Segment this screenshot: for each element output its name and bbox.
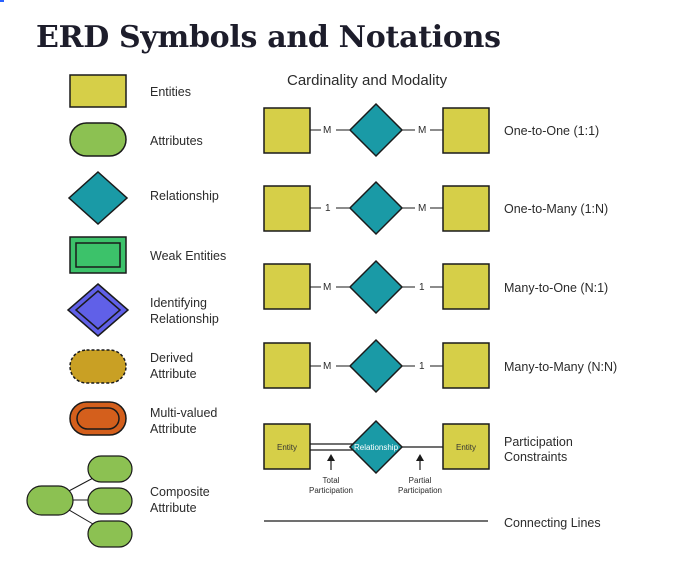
weak-entity-icon xyxy=(69,236,127,274)
legend-label-multivalued-1: Multi-valued xyxy=(150,406,218,420)
cardinality-row-3 xyxy=(263,259,490,315)
cardinality-row-2 xyxy=(263,180,490,236)
total-participation-1: Total xyxy=(322,476,340,485)
identifying-relationship-icon xyxy=(66,283,130,337)
attribute-oval-icon xyxy=(69,122,127,157)
participation-entity-left: Entity xyxy=(276,443,297,452)
legend-label-attributes: Attributes xyxy=(150,134,203,148)
participation-relationship: Relationship xyxy=(353,443,399,452)
partial-participation-2: Participation xyxy=(397,486,443,495)
legend-label-identifying-1: Identifying xyxy=(150,296,207,310)
row1-left-cardinality: M xyxy=(323,125,332,136)
corner-mark xyxy=(0,0,4,2)
row4-left-cardinality: M xyxy=(323,361,332,372)
row1-right-cardinality: M xyxy=(418,125,427,136)
legend-label-composite-2: Attribute xyxy=(150,501,197,515)
legend-label-relationship: Relationship xyxy=(150,189,219,203)
connecting-lines-label: Connecting Lines xyxy=(504,516,601,530)
legend-label-weak-entities: Weak Entities xyxy=(150,249,227,263)
row2-right-cardinality: M xyxy=(418,203,427,214)
participation-label-2: Constraints xyxy=(504,450,568,464)
cardinality-row-1 xyxy=(263,102,490,158)
total-participation-2: Participation xyxy=(308,486,354,495)
partial-participation-1: Partial xyxy=(408,476,432,485)
page-title: ERD Symbols and Notations xyxy=(36,20,501,55)
participation-entity-right: Entity xyxy=(455,443,476,452)
composite-attribute-icon xyxy=(26,455,133,548)
legend-label-derived-1: Derived xyxy=(150,351,194,365)
row2-label: One-to-Many (1:N) xyxy=(504,202,609,216)
multivalued-attribute-icon xyxy=(69,401,127,436)
cardinality-section-title: Cardinality and Modality xyxy=(287,72,448,89)
cardinality-row-4 xyxy=(263,338,490,394)
row1-label: One-to-One (1:1) xyxy=(504,124,600,138)
legend-label-multivalued-2: Attribute xyxy=(150,422,197,436)
row2-left-cardinality: 1 xyxy=(325,203,331,214)
row3-label: Many-to-One (N:1) xyxy=(504,281,609,295)
row3-left-cardinality: M xyxy=(323,282,332,293)
relationship-diamond-icon xyxy=(67,170,129,226)
participation-label-1: Participation xyxy=(504,435,573,449)
row3-right-cardinality: 1 xyxy=(419,282,425,293)
legend-label-composite-1: Composite xyxy=(150,485,210,499)
row4-right-cardinality: 1 xyxy=(419,361,425,372)
legend-label-identifying-2: Relationship xyxy=(150,312,219,326)
legend-label-derived-2: Attribute xyxy=(150,367,197,381)
row4-label: Many-to-Many (N:N) xyxy=(504,360,618,374)
entity-rectangle-icon xyxy=(69,74,127,108)
participation-diagram xyxy=(263,419,490,475)
legend-label-entities: Entities xyxy=(150,85,191,99)
derived-attribute-icon xyxy=(69,349,127,384)
